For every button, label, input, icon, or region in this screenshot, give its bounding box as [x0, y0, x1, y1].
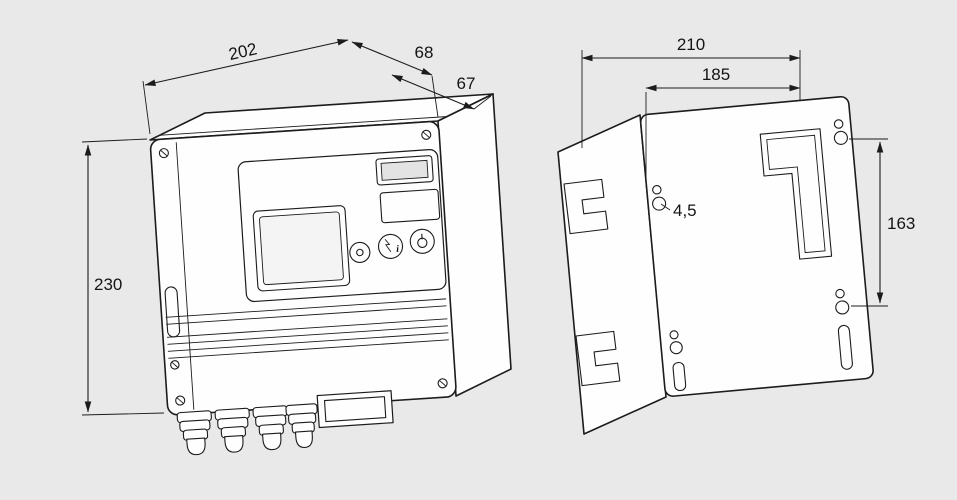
- rear-panel-group: [639, 95, 874, 397]
- cable-glands: [176, 403, 318, 456]
- leader-line-hole-diameter: [660, 203, 671, 211]
- dim-label-mount-hole-spacing-h: 185: [702, 65, 730, 84]
- mounting-hole-pair-bottom-right: [835, 288, 850, 315]
- cover-seam-lines: [165, 298, 447, 325]
- right-unit-view: 210 185 4,5 163: [557, 35, 915, 435]
- mounting-slot-bottom-left: [672, 361, 687, 392]
- dim-line-depth-total: [351, 41, 433, 76]
- status-dot-icon: [356, 248, 364, 257]
- ext-line: [81, 412, 165, 416]
- door-seam-line: [175, 142, 195, 410]
- ext-line: [142, 80, 151, 135]
- cable-gland: [214, 407, 250, 453]
- corner-screw-icon: [175, 395, 186, 406]
- left-unit-dimensions: 202 68 67 230: [81, 39, 492, 416]
- power-icon: [417, 233, 428, 248]
- dim-label-width: 202: [227, 39, 259, 64]
- mounting-hole-pair-bottom-left: [669, 330, 683, 355]
- nameplate: [379, 188, 441, 224]
- cable-gland: [176, 410, 212, 456]
- dim-label-hole-diameter: 4,5: [673, 201, 697, 220]
- vent-lines: [166, 318, 449, 359]
- housing-screw-icon: [170, 360, 180, 370]
- lcd-display: [252, 205, 351, 292]
- cable-gland: [285, 403, 318, 449]
- power-button: [409, 228, 435, 254]
- dim-label-mount-hole-spacing-v: 163: [887, 214, 915, 233]
- small-display: [375, 155, 434, 186]
- corner-screw-icon: [158, 148, 169, 159]
- dim-label-depth-total: 68: [415, 43, 434, 62]
- air-duct: [316, 390, 394, 429]
- lightning-info-icon: [384, 238, 392, 253]
- info-letter: i: [396, 244, 400, 255]
- dim-label-height: 230: [94, 275, 122, 294]
- reset-info-button: i: [377, 233, 404, 259]
- left-unit-view: i: [81, 39, 512, 456]
- cable-gland: [252, 405, 288, 451]
- right-unit-dimensions: 210 185 4,5 163: [581, 35, 915, 307]
- din-clip: [563, 178, 609, 235]
- mounting-slot-bottom-right: [837, 324, 853, 370]
- mounting-hole-pair-top-right: [833, 119, 848, 145]
- dim-line-depth-housing: [391, 74, 475, 110]
- status-button: [349, 241, 371, 263]
- ext-line: [81, 138, 148, 143]
- lid-seam-top: [158, 116, 449, 136]
- corner-screw-icon: [421, 129, 432, 140]
- dim-label-depth-housing: 67: [457, 74, 476, 93]
- rear-panel: [639, 95, 874, 397]
- dim-line-width: [144, 39, 349, 86]
- keyhole-slot: [759, 128, 833, 260]
- corner-screw-icon: [437, 378, 448, 389]
- front-face-group: i: [149, 120, 457, 456]
- mounting-hole-pair-left: [652, 185, 667, 211]
- ext-line: [473, 95, 492, 110]
- din-clip: [575, 330, 621, 387]
- dim-label-mount-width-total: 210: [677, 35, 705, 54]
